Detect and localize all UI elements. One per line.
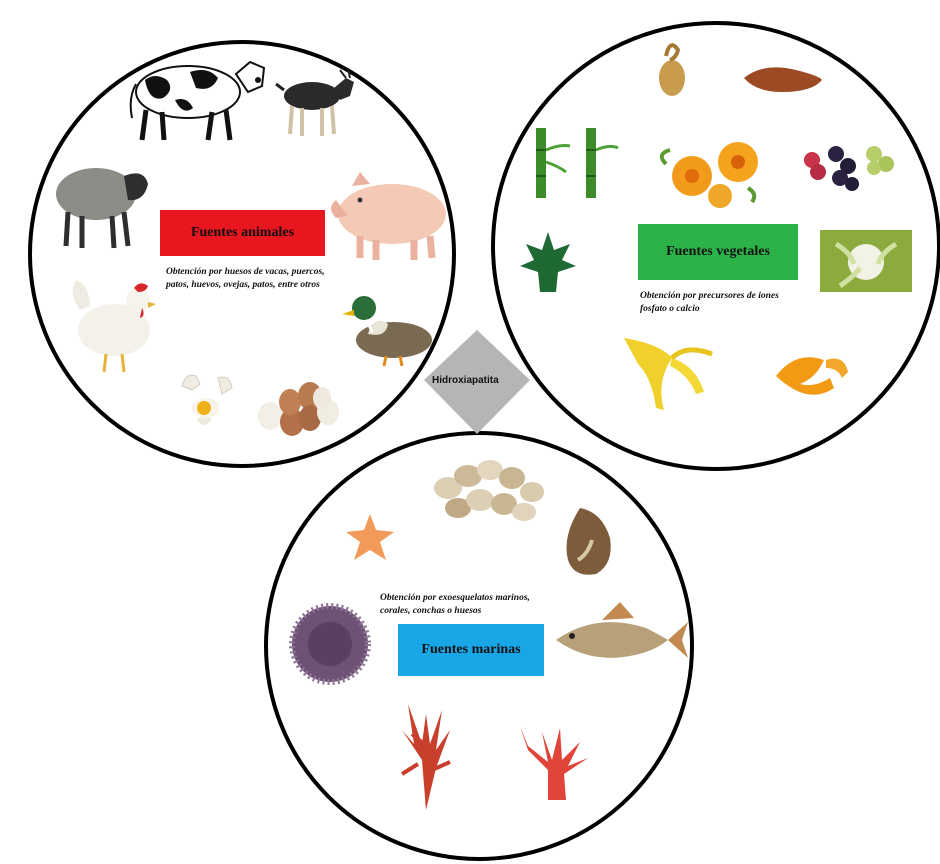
description-line: patos, huevos, ovejas, patos, entre otro… (166, 279, 325, 292)
marine-sources-label: Fuentes marinas (398, 624, 544, 676)
hydroxyapatite-label: Hidroxiapatita (432, 375, 499, 386)
marine-sources-description: Obtención por exoesquelatos marinos, cor… (380, 592, 530, 618)
description-line: fosfato o calcio (640, 303, 779, 316)
description-line: Obtención por precursores de iones (640, 290, 779, 303)
description-line: Obtención por exoesquelatos marinos, (380, 592, 530, 605)
plant-sources-description: Obtención por precursores de iones fosfa… (640, 290, 779, 316)
animal-sources-label: Fuentes animales (160, 210, 325, 256)
description-line: corales, conchas o huesos (380, 605, 530, 618)
sea-urchin-icon (292, 606, 368, 682)
plant-sources-label: Fuentes vegetales (638, 224, 798, 280)
cauliflower-icon (820, 230, 912, 292)
description-line: Obtención por huesos de vacas, puercos, (166, 266, 325, 279)
animal-sources-description: Obtención por huesos de vacas, puercos, … (166, 266, 325, 292)
